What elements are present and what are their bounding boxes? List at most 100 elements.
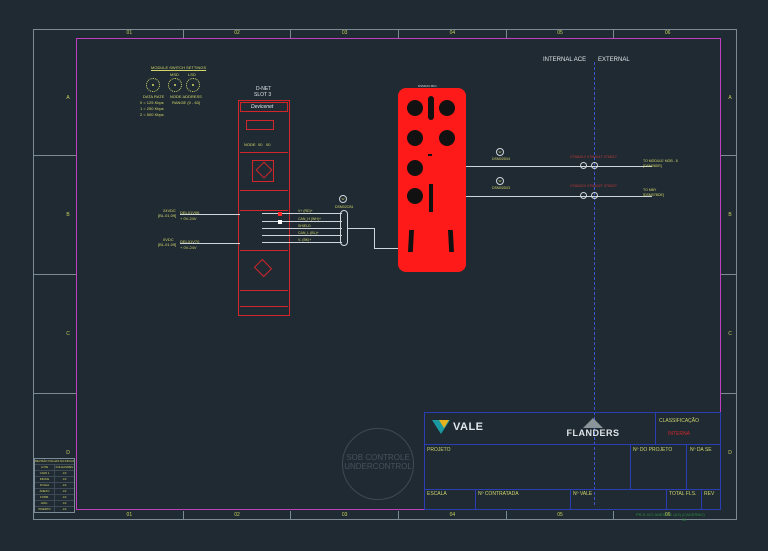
title-block-rule (570, 489, 571, 510)
classificacao-label: CLASSIFICAÇÃO (659, 418, 700, 424)
title-block-rule (666, 489, 667, 510)
connector-port-icon (439, 100, 455, 116)
dnet-module-header (240, 102, 288, 112)
row-label: D (66, 450, 70, 456)
terminal-circle-icon (580, 192, 587, 199)
dnet-separator (240, 306, 288, 307)
row-label: A (66, 95, 70, 101)
module-slot (448, 230, 454, 252)
terminal-circle-icon (591, 192, 598, 199)
terminal-marker (278, 212, 282, 216)
rate-option: 2 = 500 Kbps (140, 112, 164, 117)
dnet-node-b: 00 (266, 142, 271, 147)
dest-b-ref: [DSM07BDE] (643, 193, 664, 197)
module-slot (428, 96, 434, 120)
module-switch-title: MODULE SWITCH SETTINGS (151, 65, 207, 70)
column-label: 06 (664, 30, 671, 36)
column-label: 03 (291, 511, 400, 520)
terminal-marker (278, 220, 282, 224)
table-cell: FOLHA (35, 483, 55, 488)
column-ruler-bottom: 01 02 03 04 05 06 (76, 511, 721, 520)
node-address-label: NODE ADDRESS (170, 94, 202, 99)
column-ruler-top: 01 02 03 04 05 06 (76, 29, 721, 38)
dnet-slot: SLOT 3 (254, 92, 272, 98)
supply-0v-wire (180, 243, 240, 244)
row-label: C (66, 331, 70, 337)
dnet-separator (240, 250, 288, 251)
cable-bubble: W (496, 177, 504, 185)
node-range-label: RANGE (0 - 63) (172, 100, 201, 105)
n-vale-label: Nº VALE (573, 491, 593, 497)
connector-port-icon (439, 130, 455, 146)
drawing-sheet-inner-frame (76, 38, 721, 510)
dest-a-ref: [DSM06DR] (643, 164, 662, 168)
column-label: 04 (399, 29, 507, 38)
watermark-line: UNDERCONTROL (344, 462, 412, 471)
row-label: C (728, 331, 732, 337)
table-row: INDICE 1/2 (35, 477, 74, 483)
signal-label: CAN_L (BL)+ (298, 231, 319, 235)
terminal-circle-icon (580, 162, 587, 169)
row-divider (721, 155, 737, 156)
module-slot (408, 230, 414, 252)
table-cell: 1/3 (62, 471, 67, 475)
signal-label: SHIELD (298, 224, 311, 228)
supply-24v-sub: + 0V-24V (180, 216, 197, 221)
title-block (424, 412, 721, 510)
row-label: D (728, 450, 732, 456)
signal-label: V- (BK)+ (298, 238, 312, 242)
table-row: ADIC. 1/2 (35, 501, 74, 507)
msd-dial-icon (168, 78, 182, 92)
flanders-logo-icon (583, 418, 603, 428)
internal-header: INTERNAL ACE (543, 57, 587, 63)
dnet-module-outline (238, 100, 290, 316)
supply-24v-wire (180, 214, 240, 215)
internal-external-divider (594, 62, 595, 505)
table-cell: CAPA 1 (35, 471, 55, 476)
row-divider (34, 155, 76, 156)
row-label: A (728, 95, 732, 101)
table-cell: 1/2 (62, 501, 67, 505)
connector-port-icon (407, 100, 423, 116)
column-label: 01 (76, 29, 184, 38)
data-rate-dial-icon (146, 78, 160, 92)
signal-wire (262, 235, 342, 236)
signal-wire (262, 213, 342, 214)
supply-24v-tag: DEL01V06 (180, 210, 200, 215)
n-contratada-label: Nº CONTRATADA (478, 491, 519, 497)
flanders-logo-text: FLANDERS (566, 428, 620, 438)
projeto-label: PROJETO (427, 447, 451, 453)
dnet-separator (240, 190, 288, 191)
data-rate-label: DATA RATE (143, 94, 165, 99)
dnet-node-label: NODE (244, 142, 256, 147)
table-cell: ADIC. (35, 501, 55, 506)
table-cell: 1/2 (62, 507, 67, 511)
supply-0v-sub: + 0V-24V (180, 245, 197, 250)
msd-label: MSD (170, 72, 179, 77)
watermark-line: SOB CONTROLE (346, 453, 410, 462)
column-label: 06 (664, 512, 671, 518)
table-cell: 1/2 (62, 489, 67, 493)
signal-wire (262, 221, 342, 222)
column-label: 02 (184, 29, 292, 38)
table-cell: INDICE (35, 477, 55, 482)
n-da-se-label: Nº DA SE (690, 447, 712, 453)
column-label: 05 (507, 29, 615, 38)
row-label: B (66, 212, 70, 218)
lsd-label: LSD (188, 72, 196, 77)
table-cell: LOTE (35, 465, 55, 470)
dnet-brand: Devicenet (251, 104, 274, 110)
column-label: 01 (76, 511, 184, 520)
dnet-display (246, 120, 274, 130)
dest-b-label: TO MBY (643, 188, 657, 192)
title-block-rule (475, 489, 476, 510)
table-cell: ANEXO (35, 489, 55, 494)
terminals-b: XTMA02X XTMA02T XTM02T (570, 184, 618, 188)
vale-logo: VALE (432, 420, 484, 434)
terminal-circle-icon (591, 162, 598, 169)
terminals-a: XTMA01X XTMA01T XTM01T (570, 155, 618, 159)
table-cell: 1/2 (62, 477, 67, 481)
classificacao-value: INTERNA (668, 431, 690, 437)
